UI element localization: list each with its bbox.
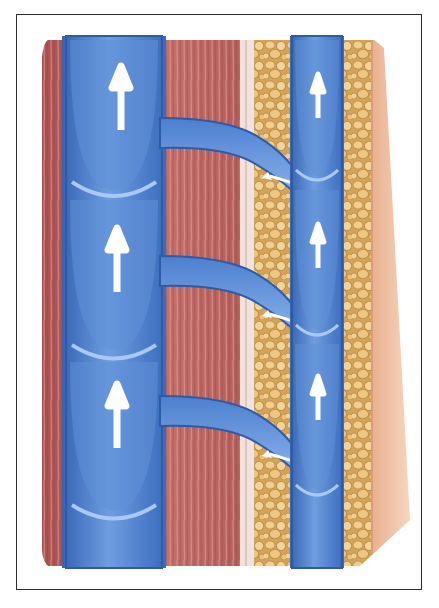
skin-layer [372, 38, 412, 570]
superficial-vein [290, 36, 344, 568]
deep-vein [62, 36, 166, 568]
fascia-layer [240, 38, 254, 570]
